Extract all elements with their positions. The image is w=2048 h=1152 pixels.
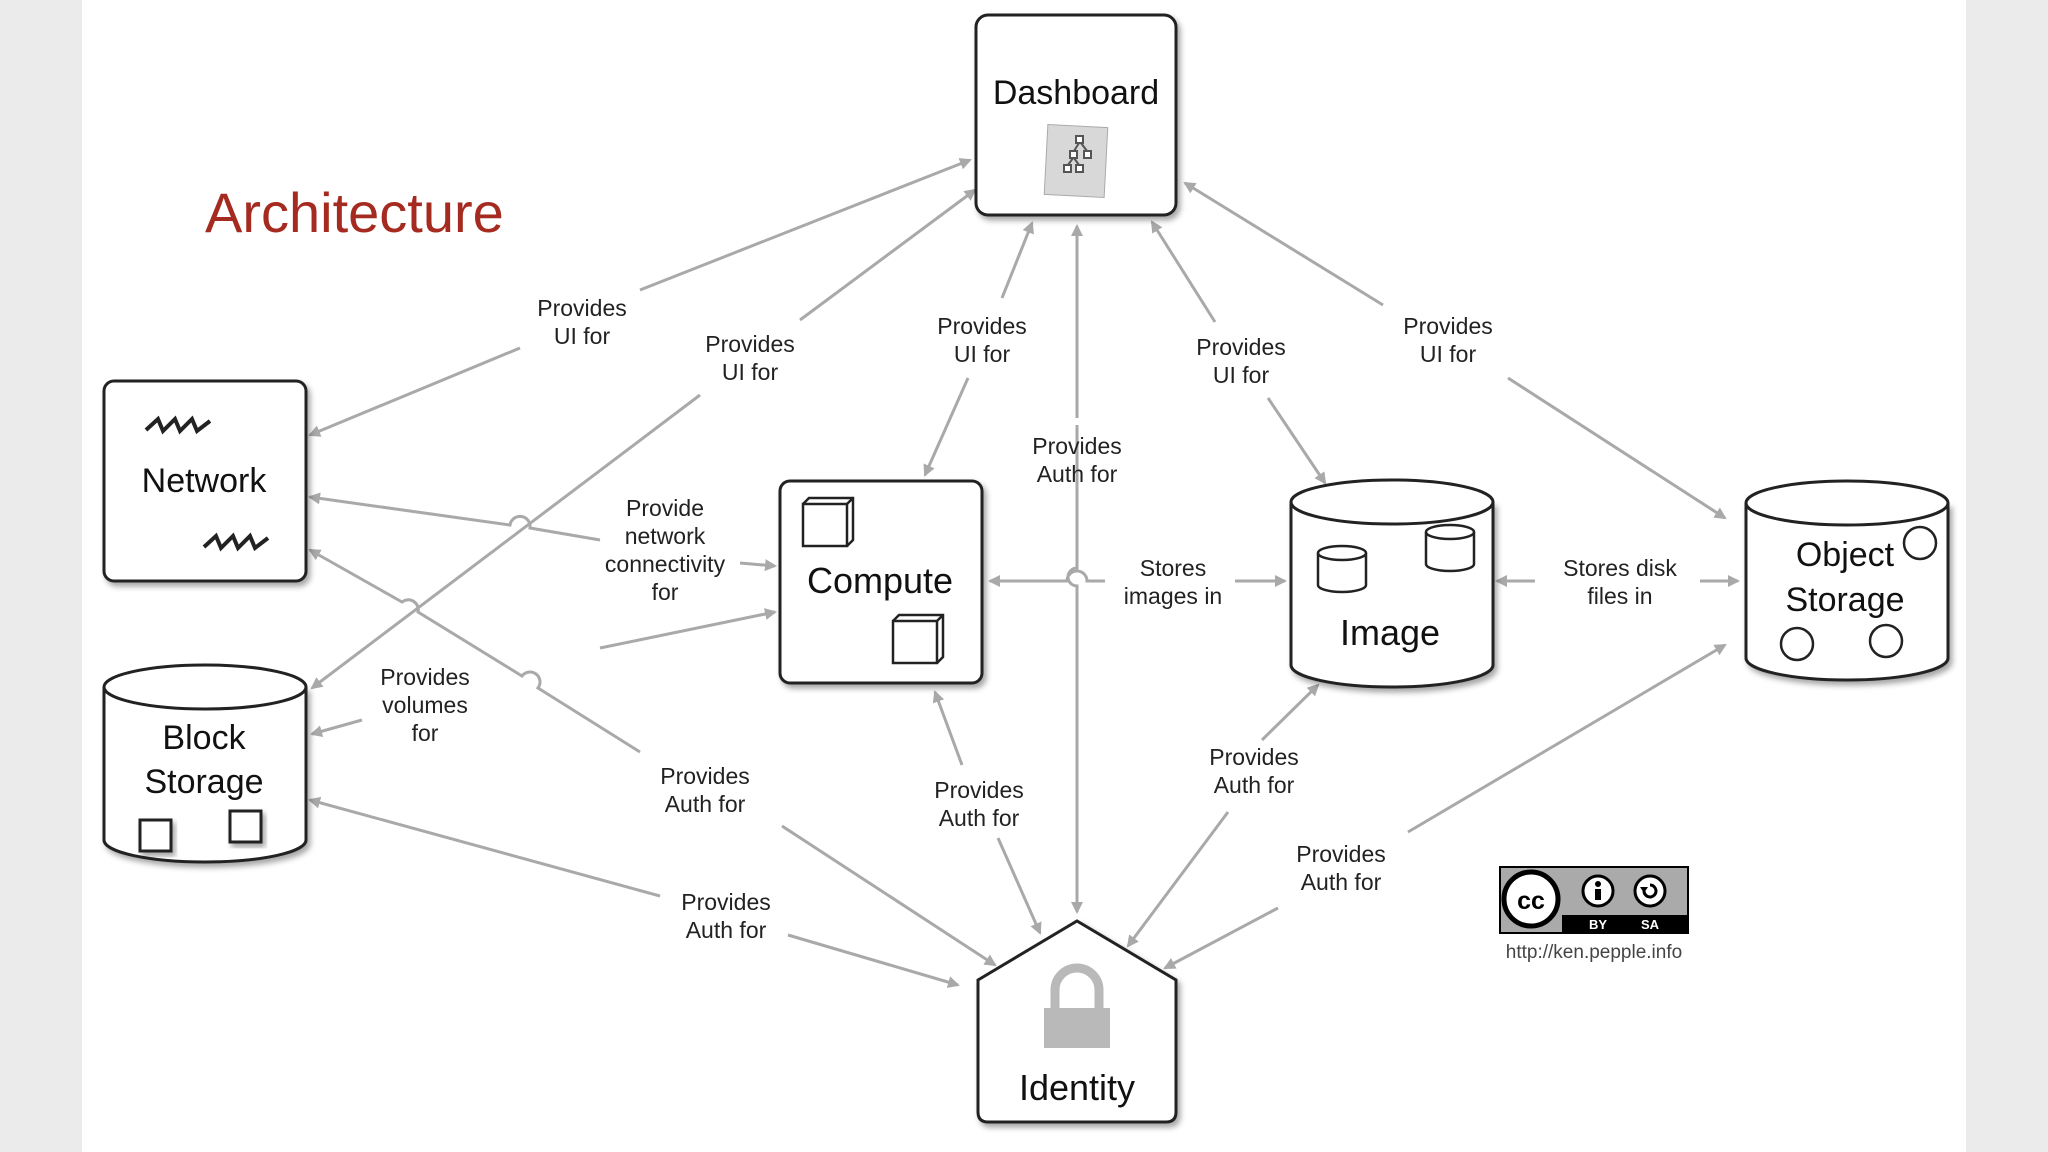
volume-square-left bbox=[138, 818, 173, 853]
edge-dashboard-compute-a bbox=[1000, 221, 1034, 299]
image-label: Image bbox=[1340, 612, 1440, 653]
object-circle-top bbox=[1902, 525, 1938, 561]
identity-label: Identity bbox=[1019, 1067, 1135, 1108]
object-circle-left bbox=[1779, 626, 1815, 662]
edge-dashboard-block-a bbox=[799, 188, 977, 322]
edge-dashboard-object-b bbox=[1507, 376, 1727, 520]
compute-label: Compute bbox=[807, 560, 953, 601]
cc-icon: cc bbox=[1501, 869, 1561, 929]
cc-by-label: BY bbox=[1589, 917, 1607, 932]
dashboard-label: Dashboard bbox=[993, 74, 1159, 112]
edge-dashboard-network-b bbox=[308, 346, 521, 437]
slide-title: Architecture bbox=[205, 181, 504, 244]
edge-compute-block-b bbox=[310, 718, 363, 738]
edge-identity-image-b bbox=[1126, 811, 1230, 948]
edge-compute-network-b bbox=[739, 559, 777, 572]
cc-license-badge: cc BY SA bbox=[1499, 866, 1689, 934]
edge-identity-compute-b bbox=[996, 837, 1042, 935]
mini-disk-icon-right bbox=[1424, 523, 1476, 573]
edge-compute-network-a bbox=[308, 492, 601, 542]
edge-dashboard-block-b bbox=[310, 393, 701, 690]
identity-node: Identity bbox=[976, 919, 1178, 1124]
source-url: http://ken.pepple.info bbox=[1506, 942, 1682, 963]
cube-icon-top bbox=[801, 496, 855, 548]
svg-text:cc: cc bbox=[1517, 887, 1545, 915]
edge-compute-block-a bbox=[599, 608, 777, 650]
lock-icon bbox=[1044, 963, 1110, 1048]
cube-icon-bottom bbox=[891, 613, 945, 665]
lightning-icon-top bbox=[144, 415, 212, 435]
edge-image-compute-a bbox=[988, 569, 1105, 587]
edge-identity-network-a bbox=[308, 548, 641, 754]
edges bbox=[308, 158, 1740, 988]
edge-dashboard-image-a bbox=[1150, 220, 1217, 323]
edge-identity-object-b bbox=[1163, 906, 1279, 970]
edge-dashboard-network-a bbox=[639, 158, 972, 292]
compute-node: Compute bbox=[778, 479, 984, 685]
edge-dashboard-image-b bbox=[1266, 397, 1327, 485]
share-alike-icon bbox=[1633, 874, 1667, 908]
edge-identity-block-b bbox=[787, 933, 960, 988]
sitemap-icon bbox=[1043, 123, 1109, 199]
volume-square-right bbox=[228, 809, 263, 844]
edge-identity-image-a bbox=[1260, 683, 1320, 742]
network-node: Network bbox=[102, 379, 308, 583]
edge-identity-dashboard-down bbox=[1066, 425, 1083, 914]
object-circle-right bbox=[1868, 623, 1904, 659]
edge-identity-object-a bbox=[1407, 643, 1727, 834]
edge-dashboard-object-a bbox=[1183, 181, 1384, 307]
edge-identity-network-b bbox=[781, 824, 997, 967]
cc-sa-label: SA bbox=[1641, 917, 1660, 932]
dashboard-node: Dashboard bbox=[974, 13, 1178, 217]
mini-disk-icon-left bbox=[1316, 544, 1368, 594]
edge-identity-compute-a bbox=[932, 690, 964, 766]
attribution-icon bbox=[1581, 874, 1615, 908]
image-node: Image bbox=[1289, 478, 1495, 689]
network-label: Network bbox=[142, 462, 268, 500]
lightning-icon-bottom bbox=[202, 532, 270, 552]
edge-dashboard-compute-b bbox=[923, 377, 970, 477]
edge-identity-block-a bbox=[308, 796, 661, 898]
